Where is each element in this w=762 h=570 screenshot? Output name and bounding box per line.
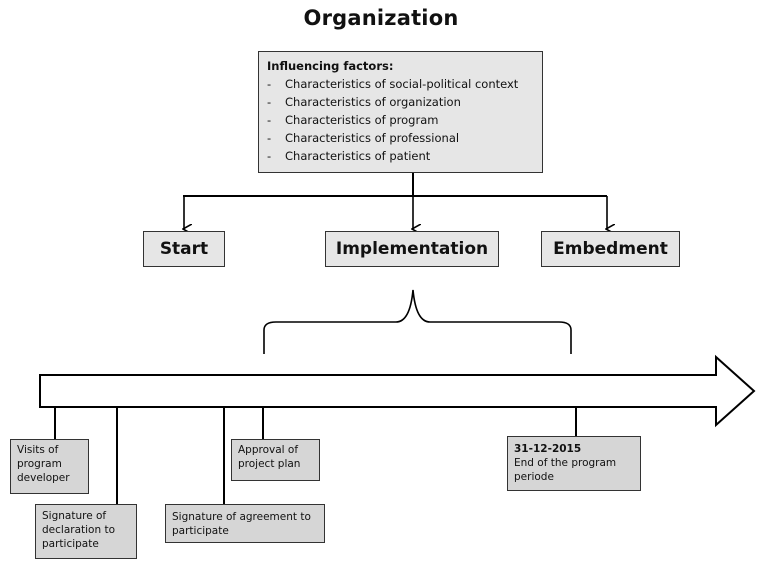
event-signature-declaration: Signature of declaration to participate xyxy=(35,504,137,559)
phase-start: Start xyxy=(143,231,225,267)
factor-item: -Characteristics of social-political con… xyxy=(267,77,519,91)
event-approval-project-plan: Approval of project plan xyxy=(231,439,320,481)
factors-list: -Characteristics of social-political con… xyxy=(267,75,534,165)
phase-embedment: Embedment xyxy=(541,231,680,267)
end-date: 31-12-2015 xyxy=(514,443,582,455)
event-signature-agreement: Signature of agreement to participate xyxy=(165,504,325,543)
event-visits-program-developer: Visits of program developer xyxy=(10,439,89,494)
factor-item: -Characteristics of program xyxy=(267,113,439,127)
diagram-title: Organization xyxy=(303,6,459,30)
implementation-brace xyxy=(263,289,572,354)
event-program-end: 31-12-2015 End of the program periode xyxy=(507,436,641,491)
factor-item: -Characteristics of organization xyxy=(267,95,461,109)
factor-item: -Characteristics of professional xyxy=(267,131,460,145)
phase-implementation: Implementation xyxy=(325,231,499,267)
timeline-arrow xyxy=(39,354,756,428)
end-label: End of the program periode xyxy=(514,457,617,483)
influencing-factors-box: Influencing factors: -Characteristics of… xyxy=(258,51,543,173)
factors-heading: Influencing factors: xyxy=(267,59,394,73)
factor-item: -Characteristics of patient xyxy=(267,149,431,163)
